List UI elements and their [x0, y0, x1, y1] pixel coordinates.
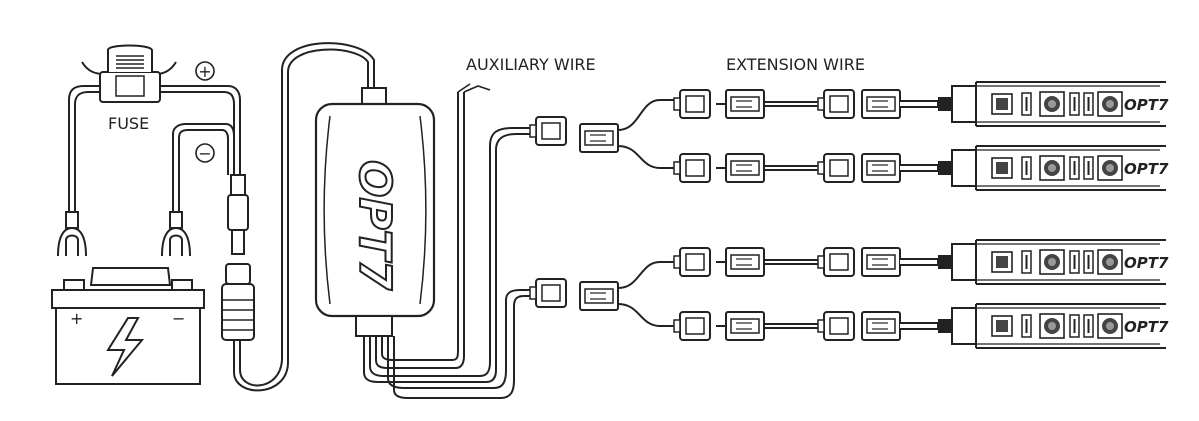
battery: + −: [51, 267, 205, 385]
strip-brand-logo: OPT7: [1124, 96, 1169, 114]
controller-box: OPT7: [314, 87, 436, 337]
led-strip-row: OPT7: [673, 303, 1169, 349]
controller-output-wires: [363, 92, 530, 399]
strip-brand-logo: OPT7: [1124, 318, 1169, 336]
power-wires: [68, 85, 241, 212]
battery-terminal-negative: [161, 211, 191, 257]
splitter-bottom: [529, 261, 676, 327]
splitter-top: [529, 99, 676, 169]
auxiliary-wire-label: AUXILIARY WIRE: [466, 55, 596, 74]
strip-brand-logo: OPT7: [1124, 160, 1169, 178]
led-strip-row: OPT7: [673, 145, 1169, 191]
battery-terminal-positive: [57, 211, 87, 257]
controller-brand-logo: OPT7: [349, 160, 400, 291]
negative-label: −: [198, 144, 211, 163]
dc-plug: [221, 174, 255, 341]
fuse: [81, 44, 177, 103]
fuse-label: FUSE: [108, 114, 149, 133]
positive-label: +: [198, 62, 211, 81]
strip-brand-logo: OPT7: [1124, 254, 1169, 272]
led-strip-row: OPT7: [673, 239, 1169, 285]
led-strip-row: OPT7: [673, 81, 1169, 127]
battery-negative-sign: −: [172, 309, 185, 328]
extension-wire-label: EXTENSION WIRE: [726, 55, 865, 74]
battery-positive-sign: +: [70, 309, 83, 328]
